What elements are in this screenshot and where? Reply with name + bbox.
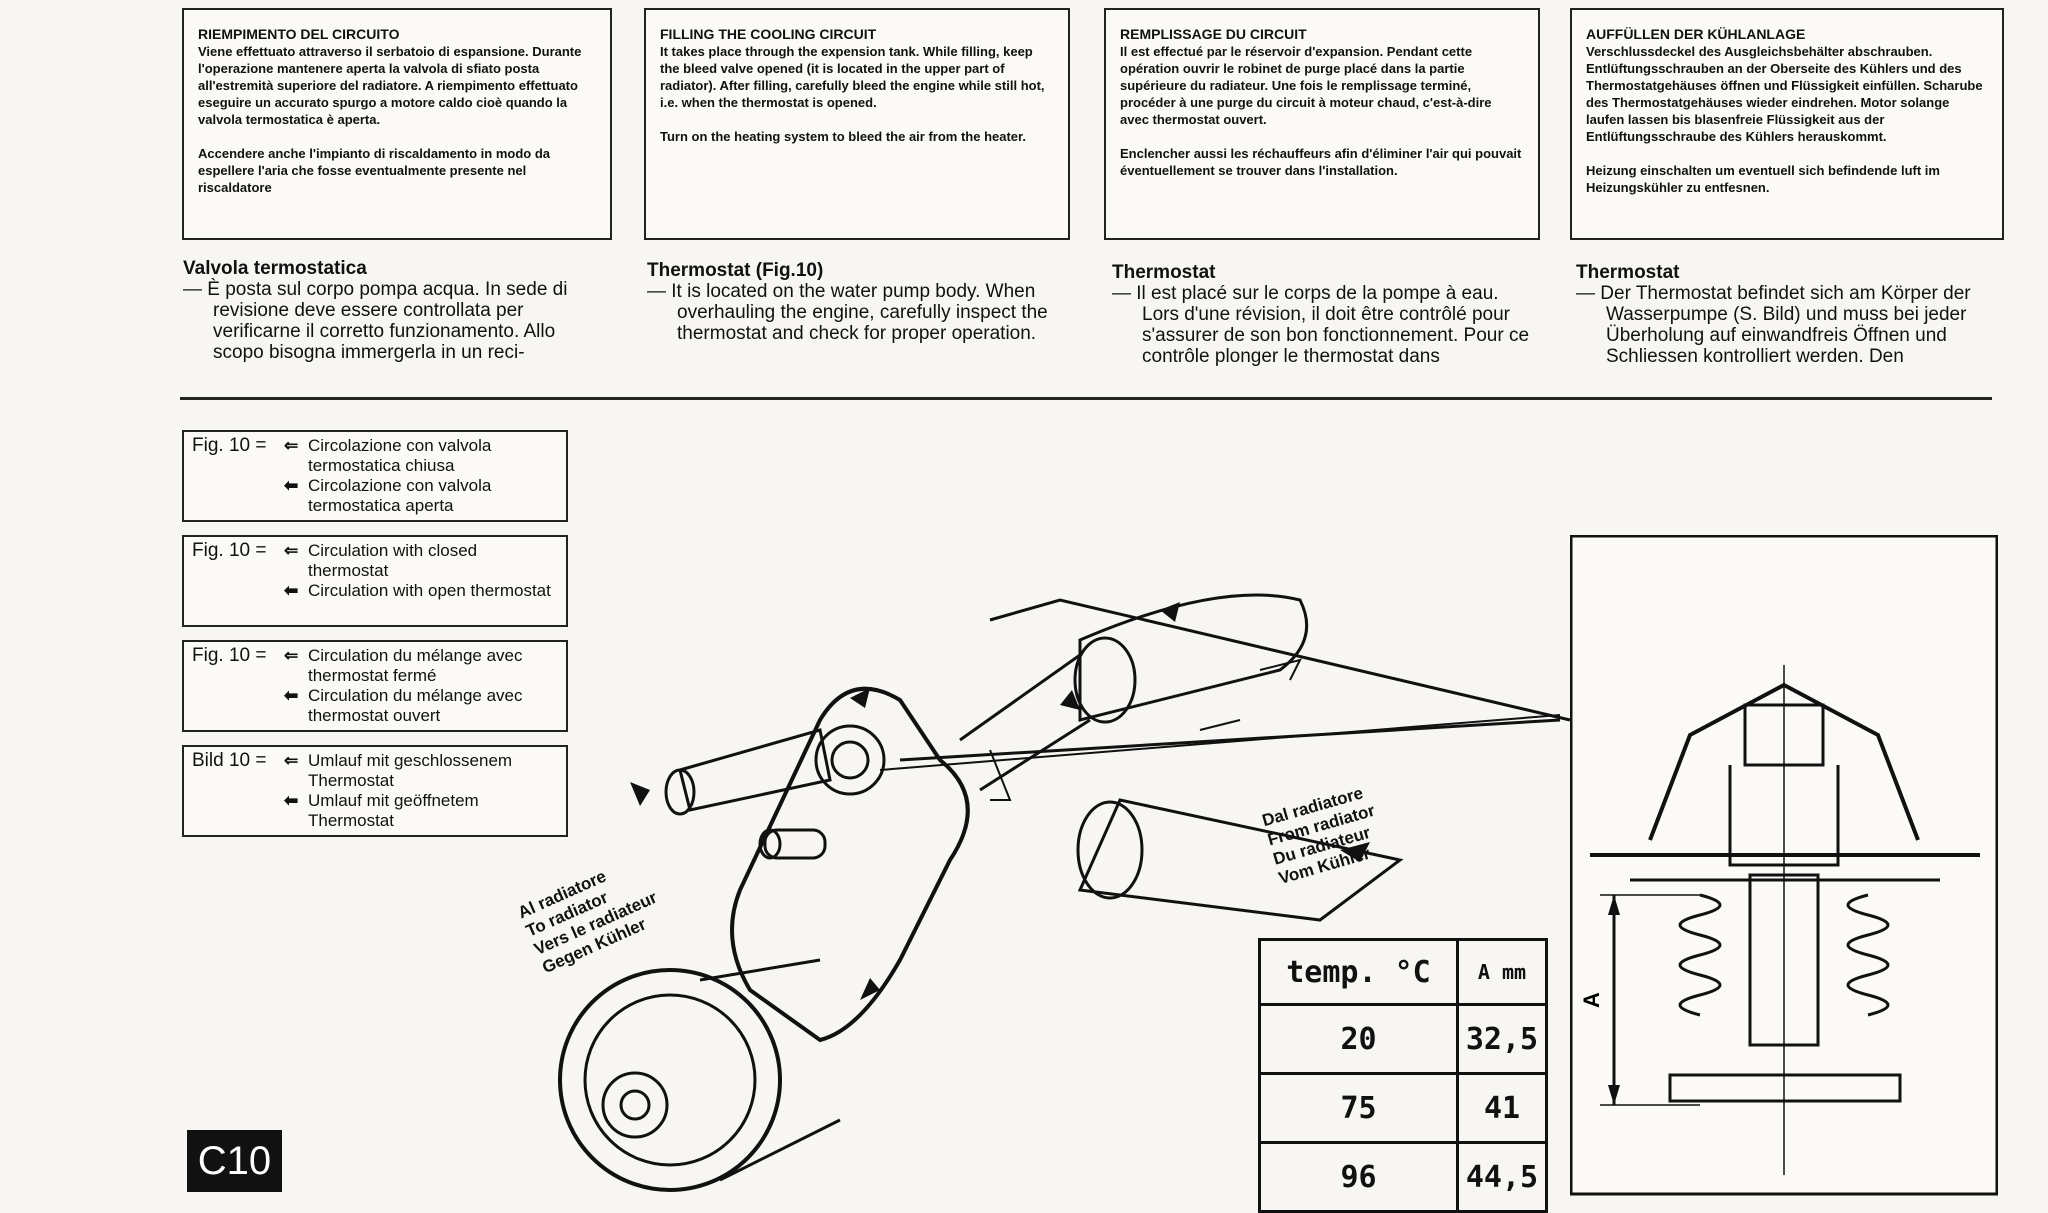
box-paragraph: Viene effettuato attraverso il serbatoio… [198, 44, 582, 127]
open-arrow-icon: ⬅ [284, 791, 299, 810]
legend-closed-text: Circulation with closed thermostat [308, 541, 478, 580]
legend-fig-label: Bild 10 = [192, 750, 267, 771]
column-thermostat-fr: Thermostat — Il est placé sur le corps d… [1112, 262, 1538, 367]
legend-box-de: Bild 10 = ⇐ Umlauf mit geschlossenem Ther… [182, 745, 568, 837]
legend-fig-label: Fig. 10 = [192, 645, 267, 666]
box-heading: RIEMPIMENTO DEL CIRCUITO [198, 26, 400, 42]
box-heading: AUFFÜLLEN DER KÜHLANLAGE [1586, 26, 1806, 42]
column-heading: Thermostat [1112, 262, 1216, 283]
cell-temp: 20 [1258, 1003, 1459, 1075]
column-thermostat-de: Thermostat — Der Thermostat befindet sic… [1576, 262, 2000, 367]
water-pump-illustration [558, 593, 1571, 1192]
page-number: C10 [187, 1130, 282, 1192]
header-a: A mm [1456, 938, 1548, 1006]
cell-temp: 75 [1258, 1072, 1459, 1144]
thermostat-opening-table: temp. °C A mm 20 32,5 75 41 96 44,5 [1258, 938, 1548, 1213]
legend-closed-text: Umlauf mit geschlossenem Thermostat [308, 751, 513, 790]
box-filling-fr: REMPLISSAGE DU CIRCUIT Il est effectué p… [1104, 8, 1540, 240]
closed-arrow-icon: ⇐ [284, 436, 299, 455]
legend-open-text: Circolazione con valvola termostatica ap… [308, 476, 492, 515]
header-temp: temp. °C [1258, 938, 1459, 1006]
legend-closed-text: Circolazione con valvola termostatica ch… [308, 436, 492, 475]
legend-box-en: Fig. 10 = ⇐ Circulation with closed therm… [182, 535, 568, 627]
box-filling-it: RIEMPIMENTO DEL CIRCUITO Viene effettuat… [182, 8, 612, 240]
open-arrow-icon: ⬅ [284, 476, 299, 495]
legend-open-text: Circulation with open thermostat [308, 581, 551, 600]
table-row: 75 41 [1258, 1072, 1548, 1144]
column-text: — It is located on the water pump body. … [647, 281, 1048, 344]
legend-open-text: Umlauf mit geöffnetem Thermostat [308, 791, 479, 830]
box-paragraph: Il est effectué par le réservoir d'expan… [1120, 44, 1492, 127]
box-paragraph: It takes place through the expension tan… [660, 44, 1045, 110]
cell-a: 32,5 [1456, 1003, 1548, 1075]
column-heading: Thermostat [1576, 262, 1680, 283]
legend-fig-label: Fig. 10 = [192, 435, 267, 456]
box-paragraph: Accendere anche l'impianto di riscaldame… [198, 146, 551, 195]
cell-temp: 96 [1258, 1141, 1459, 1213]
column-text: — È posta sul corpo pompa acqua. In sede… [183, 279, 568, 363]
box-paragraph: Verschlussdeckel des Ausgleichsbehälter … [1586, 44, 1983, 144]
dimension-label: A [1579, 992, 1604, 1008]
table-row: 96 44,5 [1258, 1141, 1548, 1213]
column-heading: Thermostat (Fig.10) [647, 260, 824, 281]
legend-open-text: Circulation du mélange avec thermostat o… [308, 686, 523, 725]
thermostat-detail-drawing: A [1570, 535, 1998, 1196]
box-paragraph: Turn on the heating system to bleed the … [660, 129, 1026, 144]
open-arrow-icon: ⬅ [284, 686, 299, 705]
box-heading: REMPLISSAGE DU CIRCUIT [1120, 26, 1307, 42]
legend-box-fr: Fig. 10 = ⇐ Circulation du mélange avec t… [182, 640, 568, 732]
closed-arrow-icon: ⇐ [284, 646, 299, 665]
column-thermostat-it: Valvola termostatica — È posta sul corpo… [183, 258, 609, 363]
column-text: — Il est placé sur le corps de la pompe … [1112, 283, 1530, 367]
cell-a: 44,5 [1456, 1141, 1548, 1213]
legend-fig-label: Fig. 10 = [192, 540, 267, 561]
table-row: 20 32,5 [1258, 1003, 1548, 1075]
section-divider [180, 397, 1992, 400]
column-text: — Der Thermostat befindet sich am Körper… [1576, 283, 1971, 367]
legend-box-it: Fig. 10 = ⇐ Circolazione con valvola term… [182, 430, 568, 522]
legend-closed-text: Circulation du mélange avec thermostat f… [308, 646, 523, 685]
box-heading: FILLING THE COOLING CIRCUIT [660, 26, 877, 42]
box-filling-en: FILLING THE COOLING CIRCUIT It takes pla… [644, 8, 1070, 240]
open-arrow-icon: ⬅ [284, 581, 299, 600]
cell-a: 41 [1456, 1072, 1548, 1144]
column-thermostat-en: Thermostat (Fig.10) — It is located on t… [647, 260, 1081, 344]
closed-arrow-icon: ⇐ [284, 751, 299, 770]
box-filling-de: AUFFÜLLEN DER KÜHLANLAGE Verschlussdecke… [1570, 8, 2004, 240]
box-paragraph: Heizung einschalten um eventuell sich be… [1586, 163, 1940, 195]
column-heading: Valvola termostatica [183, 258, 367, 279]
closed-arrow-icon: ⇐ [284, 541, 299, 560]
box-paragraph: Enclencher aussi les réchauffeurs afin d… [1120, 146, 1522, 178]
